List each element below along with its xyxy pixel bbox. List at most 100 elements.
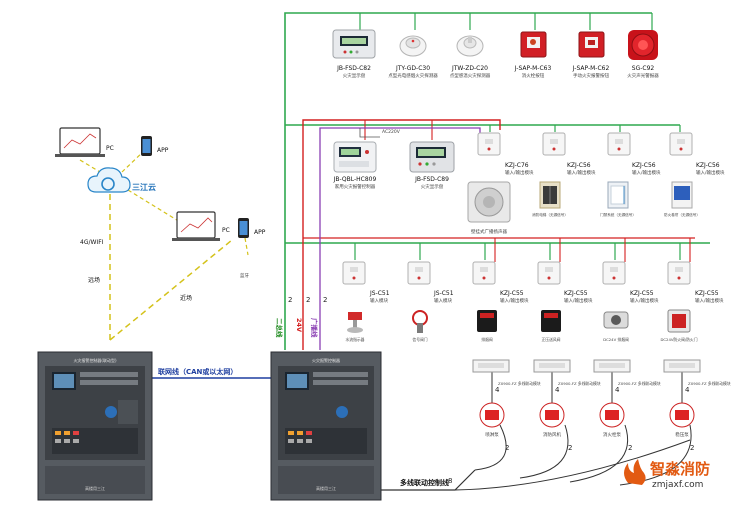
pump-label: 消防风机	[543, 431, 561, 438]
phone-icon	[141, 136, 152, 156]
bot-device-model: KZJ-C55	[695, 290, 719, 297]
top-device-labels: JB-FSD-C82 火灾显示盘 JTY-GD-C30 点型光电感烟火灾探测器 …	[336, 65, 659, 79]
mid-device-name: 家用火灾报警控制器	[335, 183, 376, 190]
network-area: PC APP 三江云 4G/WIFI 远场 PC APP 蓝牙 近场 联网线（C…	[55, 127, 266, 376]
remote-label: 远场	[88, 276, 100, 284]
io-module-icon	[542, 132, 566, 156]
input-module-icon	[342, 261, 366, 285]
mid-device-model: JB-FSD-C89	[414, 176, 449, 183]
smoke-detector-icon	[399, 35, 427, 57]
app-label: APP	[254, 229, 266, 236]
bot-device-model: KZJ-C55	[564, 290, 588, 297]
multi-line-label: 多线联动控制线	[400, 478, 449, 487]
top-device-model: J-SAP-M-C63	[514, 65, 552, 72]
access-label: 门禁系统（无源信号）	[600, 212, 636, 217]
access-control-icon	[607, 181, 629, 209]
pc-label: PC	[222, 227, 230, 234]
top-device-model: SG-C92	[632, 65, 655, 72]
cloud-label: 三江云	[132, 182, 156, 192]
top-device-name: 消火栓按钮	[522, 72, 545, 79]
top-device-name: 火灾声光警报器	[627, 72, 659, 79]
pressure-air-valve-icon	[541, 310, 561, 332]
bot-device-name: 输入模块	[370, 297, 388, 304]
panel-brand: 高楼用三江	[316, 485, 336, 491]
broadcast-label: 广播线	[310, 318, 319, 338]
home-fire-controller-icon	[333, 141, 377, 173]
bot-device-sub: DC24V防火阀/防火门	[660, 337, 697, 342]
power-label: 24V	[295, 318, 303, 332]
io-module-icon	[602, 261, 626, 285]
control-panel-right: 火灾报警控制器 高楼用三江	[270, 351, 382, 501]
io-module-icon	[477, 132, 501, 156]
svg-text:4: 4	[555, 386, 560, 394]
svg-text:2: 2	[288, 296, 292, 304]
fire-damper-icon	[667, 309, 691, 333]
panel-title: 火灾报警控制器(联动型)	[73, 357, 117, 363]
network-link-label: 联网线（CAN或以太网）	[158, 367, 237, 376]
shutter-label: 防火卷帘（无源信号）	[664, 212, 700, 217]
top-device-model: JB-FSD-C82	[336, 65, 371, 72]
bot-device-sub: 排烟阀	[481, 337, 493, 342]
bot-device-sub: DC24V 排烟阀	[603, 337, 629, 342]
bot-device-model: JS-C51	[433, 290, 454, 297]
mid-device-labels: JB-QBL-HC809 家用火灾报警控制器 JB-FSD-C89 火灾显示盘 …	[333, 162, 725, 235]
top-device-model: JTW-ZD-C20	[451, 65, 488, 72]
mid-device-name: 火灾显示盘	[421, 183, 444, 190]
svg-text:2: 2	[690, 444, 694, 452]
bot-device-name: 输入/输出模块	[695, 297, 724, 304]
control-panel-left: 火灾报警控制器(联动型) 高楼用三江	[37, 351, 153, 501]
mid-device-model: KZJ-C56	[632, 162, 656, 169]
power-24v-line	[302, 119, 501, 350]
bot-device-model: KZJ-C55	[630, 290, 654, 297]
top-device-model: J-SAP-M-C62	[572, 65, 610, 72]
bottom-device-labels: JS-C51 输入模块 JS-C51 输入模块 KZJ-C55 输入/输出模块 …	[346, 290, 725, 342]
io-module-icon	[472, 261, 496, 285]
app-label: APP	[157, 147, 169, 154]
multi-module-label: ZX900-FZ 多线联动模块	[498, 381, 541, 386]
svg-text:2: 2	[568, 444, 572, 452]
io-module-icon	[607, 132, 631, 156]
bluetooth-label: 蓝牙	[240, 272, 249, 279]
ac-power-label: AC220V	[382, 129, 401, 135]
pump-label: 喷淋泵	[485, 431, 499, 438]
mid-device-model: JB-QBL-HC809	[333, 176, 377, 183]
multi-module-label: ZX900-FZ 多线联动模块	[558, 381, 601, 386]
watermark: 智淼消防 zmjaxf.com	[624, 459, 710, 490]
signal-valve-icon	[412, 310, 428, 333]
top-device-name: 手动火灾报警按钮	[573, 72, 609, 79]
fire-display-panel-c89	[409, 141, 455, 173]
near-label: 近场	[180, 294, 192, 302]
bot-device-sub: 正压送风阀	[542, 337, 561, 342]
mid-device-name: 输入/输出模块	[505, 169, 534, 176]
multi-module-label: ZX900-FZ 多线联动模块	[688, 381, 731, 386]
hydrant-button-icon	[520, 31, 547, 58]
pump-label: 消火栓泵	[603, 431, 621, 438]
top-device-row	[332, 29, 658, 60]
mid-device-name: 输入/输出模块	[567, 169, 596, 176]
svg-text:8: 8	[448, 477, 452, 485]
svg-text:4: 4	[685, 386, 690, 394]
svg-text:2: 2	[505, 444, 509, 452]
mid-device-name: 输入/输出模块	[696, 169, 725, 176]
bottom-device-row	[342, 261, 691, 333]
panel-brand: 高楼用三江	[85, 485, 105, 491]
speaker-icon	[467, 181, 511, 223]
sound-light-alarm-icon	[628, 30, 658, 60]
pump-icon	[599, 402, 625, 428]
top-device-name: 点型光电感烟火灾探测器	[388, 72, 438, 79]
svg-text:2: 2	[628, 444, 632, 452]
watermark-url: zmjaxf.com	[652, 480, 703, 490]
bot-device-model: KZJ-C55	[500, 290, 524, 297]
mid-device-name: 输入/输出模块	[632, 169, 661, 176]
panel-title: 火灾报警控制器	[312, 357, 340, 363]
bot-device-name: 输入模块	[434, 297, 452, 304]
bot-device-sub: 信号阀门	[412, 337, 427, 342]
cloud-icon	[87, 167, 131, 193]
bot-device-name: 输入/输出模块	[630, 297, 659, 304]
bot-device-name: 输入/输出模块	[564, 297, 593, 304]
water-flow-indicator-icon	[347, 312, 363, 333]
io-module-icon	[669, 132, 693, 156]
top-device-model: JTY-GD-C30	[395, 65, 430, 72]
mid-device-model: KZJ-C56	[567, 162, 591, 169]
